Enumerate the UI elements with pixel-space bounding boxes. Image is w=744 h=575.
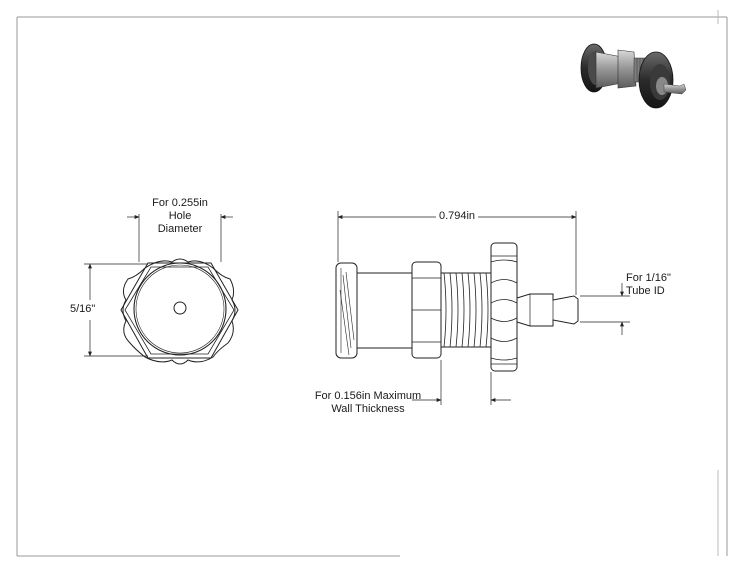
body-circle <box>133 262 227 356</box>
height-dimension-label: 5/16" <box>70 303 96 315</box>
hex-nut-outline <box>120 262 239 359</box>
wall-thickness-label: For 0.156in Maximum Wall Thickness <box>306 390 430 416</box>
hose-barb <box>516 293 579 327</box>
hole-label-line-1: For 0.255in <box>152 197 208 209</box>
front-view <box>84 214 239 365</box>
wall-label-line-1: For 0.156in Maximum <box>314 390 422 402</box>
body-shank <box>356 272 413 349</box>
hole-label-line-2: Hole <box>168 210 192 222</box>
thread-line <box>449 272 453 348</box>
knurled-nut <box>490 242 518 372</box>
side-view <box>335 211 630 405</box>
thread-line <box>461 272 465 348</box>
sheet-border <box>16 10 728 557</box>
wall-label-line-2: Wall Thickness <box>331 403 405 415</box>
bore-circle <box>173 301 187 315</box>
hole-label-line-3: Diameter <box>157 223 203 235</box>
thread-section <box>441 272 491 348</box>
hole-diameter-label: For 0.255in Hole Diameter <box>140 197 220 236</box>
thread-line <box>443 272 447 348</box>
tube-label-line-2: Tube ID <box>626 285 665 297</box>
thread-line <box>485 272 489 348</box>
thread-line <box>479 272 483 348</box>
tube-id-label: For 1/16" Tube ID <box>626 272 671 298</box>
thread-line <box>467 272 471 348</box>
panel-mount-barb-fitting-3d-icon <box>580 43 687 109</box>
tube-label-line-1: For 1/16" <box>626 272 671 284</box>
thread-line <box>473 272 477 348</box>
length-dimension-label: 0.794in <box>438 210 476 222</box>
thread-line <box>455 272 459 348</box>
